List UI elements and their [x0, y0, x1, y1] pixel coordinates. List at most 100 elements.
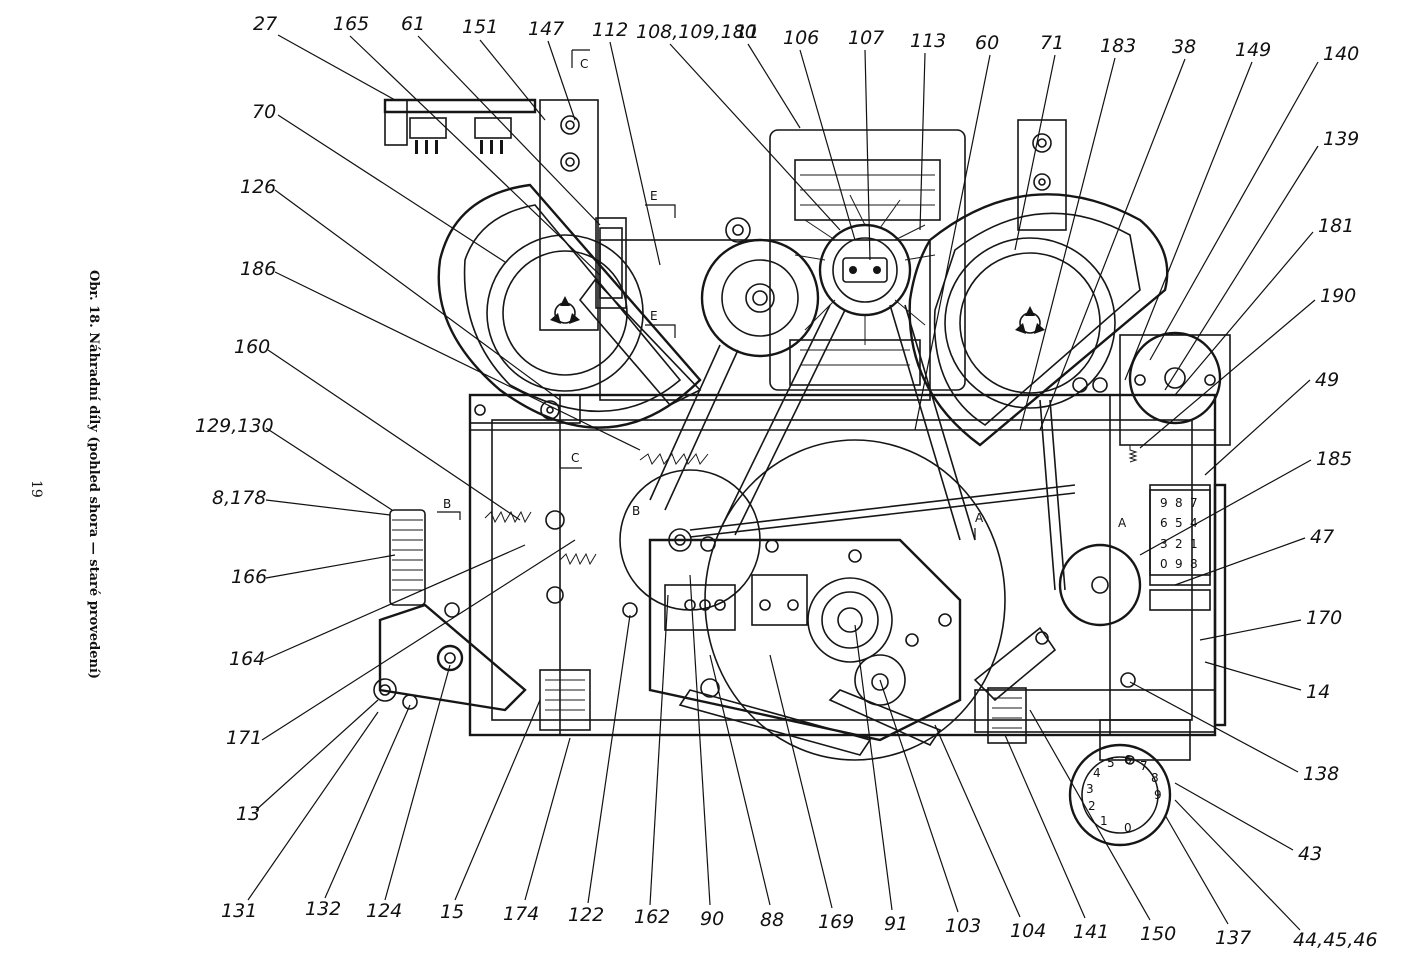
counter-digit: 3 [1160, 537, 1168, 551]
dial-digit: 3 [1086, 782, 1094, 796]
dial-digit: 6 [1124, 753, 1132, 767]
leader-165 [349, 35, 601, 276]
left-reel [437, 183, 702, 429]
leader-104 [934, 724, 1021, 918]
leader-149 [1124, 61, 1253, 381]
dial-digit: 7 [1140, 759, 1148, 773]
leader-70 [277, 114, 506, 263]
leader-88 [709, 654, 771, 906]
callout-160: 160 [234, 336, 270, 358]
callout-112: 112 [592, 19, 628, 41]
leader-60 [914, 54, 991, 431]
callout-139: 139 [1323, 128, 1359, 150]
leader-170 [1199, 619, 1302, 641]
leader-38 [1039, 58, 1186, 431]
leader-151 [479, 39, 546, 121]
springs [484, 445, 1138, 566]
callout-113: 113 [910, 30, 946, 52]
leader-8 [265, 499, 391, 516]
leader-141 [1004, 734, 1086, 919]
dial-digit: 0 [1124, 821, 1132, 835]
callout-90: 90 [700, 908, 724, 930]
center-mechanism [373, 331, 1222, 847]
leader-44 [1174, 799, 1301, 931]
dial-scale: 0 1 2 3 4 5 6 7 8 9 [1086, 753, 1162, 835]
section-marker-c-top: C [580, 57, 588, 71]
leader-129 [265, 427, 393, 511]
figure-caption-text: Obr. 18. Náhradní díly (pohled shora — s… [86, 270, 101, 679]
callout-151: 151 [462, 16, 498, 38]
leader-139 [1164, 145, 1319, 391]
leader-160 [267, 349, 521, 521]
callout-149: 149 [1235, 39, 1271, 61]
section-marker-e-bottom: E [650, 309, 658, 323]
callout-47: 47 [1310, 526, 1334, 548]
counter-digit: 0 [1160, 557, 1168, 571]
leader-43 [1174, 782, 1294, 851]
section-marker-c-mid: C [571, 451, 579, 465]
leader-91 [854, 624, 893, 911]
figure-caption: Obr. 18. Náhradní díly (pohled shora — s… [86, 270, 101, 679]
leader-113 [919, 52, 926, 231]
callout-171: 171 [226, 727, 262, 749]
callout-183: 183 [1100, 35, 1136, 57]
callout-44-45-46: 44,45,46 [1293, 929, 1378, 951]
callout-8-178: 8,178 [212, 487, 266, 509]
leader-140 [1149, 61, 1319, 361]
callout-14: 14 [1306, 681, 1330, 703]
callout-126: 126 [240, 176, 276, 198]
callout-61: 61 [401, 13, 425, 35]
leader-27 [277, 34, 396, 101]
callout-170: 170 [1306, 607, 1342, 629]
section-marker-b-center: B [632, 504, 640, 518]
callout-124: 124 [366, 900, 402, 922]
callout-49: 49 [1315, 369, 1339, 391]
callout-15: 15 [440, 901, 464, 923]
leader-108 [669, 43, 841, 231]
callout-13: 13 [236, 803, 260, 825]
counter-digit: 8 [1190, 557, 1198, 571]
dial-digit: 2 [1088, 799, 1096, 813]
right-reel [908, 193, 1169, 447]
callout-71: 71 [1040, 32, 1064, 54]
callout-70: 70 [252, 101, 276, 123]
leader-13 [255, 699, 379, 811]
leader-186 [274, 271, 641, 451]
leader-107 [864, 49, 871, 261]
leader-190 [1139, 299, 1316, 449]
counter-digit: 9 [1175, 557, 1183, 571]
callout-122: 122 [568, 904, 604, 926]
leader-15 [454, 699, 541, 901]
section-marker-a-right: A [1118, 516, 1127, 530]
leader-90 [689, 574, 711, 906]
leader-103 [879, 679, 959, 913]
leader-122 [587, 614, 631, 904]
callout-162: 162 [634, 906, 670, 928]
leader-162 [649, 594, 669, 906]
callout-185: 185 [1316, 448, 1352, 470]
callout-174: 174 [503, 903, 539, 925]
dial-digit: 9 [1154, 788, 1162, 802]
callout-186: 186 [240, 258, 276, 280]
callout-165: 165 [333, 13, 369, 35]
callout-27: 27 [253, 13, 277, 35]
callout-169: 169 [818, 911, 854, 933]
page-number-text: 19 [28, 480, 44, 498]
leader-47 [1174, 537, 1306, 586]
counter-digit: 6 [1160, 516, 1168, 530]
leader-137 [1164, 814, 1229, 925]
dial-digit: 1 [1100, 814, 1108, 828]
callout-190: 190 [1320, 285, 1356, 307]
counter-digit: 1 [1190, 537, 1198, 551]
leader-124 [384, 664, 451, 901]
section-marker-b-left: B [443, 497, 451, 511]
callout-147: 147 [528, 18, 564, 40]
callout-131: 131 [221, 900, 257, 922]
callout-150: 150 [1140, 923, 1176, 945]
leader-61 [417, 35, 601, 226]
callout-103: 103 [945, 915, 981, 937]
callout-164: 164 [229, 648, 265, 670]
counter-digit: 9 [1160, 496, 1168, 510]
counter-digit: 4 [1190, 516, 1198, 530]
